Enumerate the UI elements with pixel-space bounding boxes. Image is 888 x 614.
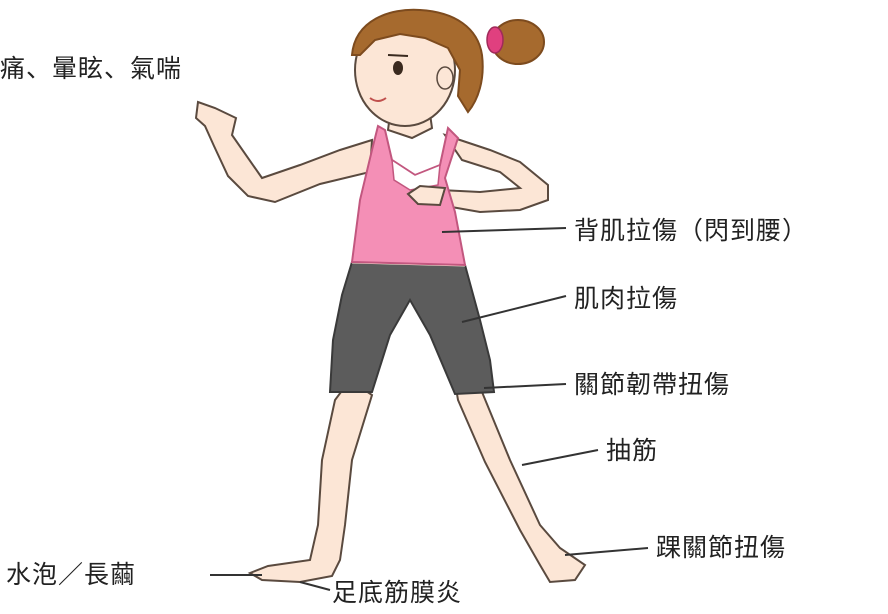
leg-left bbox=[455, 382, 585, 582]
label-blister-callus: 水泡／長繭 bbox=[6, 562, 136, 587]
label-pain-dizziness-asthma: 痛、暈眩、氣喘 bbox=[0, 56, 182, 81]
label-ankle-sprain: 踝關節扭傷 bbox=[656, 535, 786, 560]
shorts bbox=[330, 262, 494, 394]
arm-raised bbox=[196, 102, 372, 202]
label-plantar-fasciitis: 足底筋膜炎 bbox=[332, 580, 462, 605]
label-ligament-sprain: 關節韌帶扭傷 bbox=[574, 372, 730, 397]
leg-right bbox=[250, 380, 372, 582]
hair-tie bbox=[487, 27, 503, 53]
label-muscle-strain: 肌肉拉傷 bbox=[574, 286, 678, 311]
label-cramp: 抽筋 bbox=[606, 438, 658, 463]
label-back-strain: 背肌拉傷（閃到腰） bbox=[574, 218, 808, 243]
